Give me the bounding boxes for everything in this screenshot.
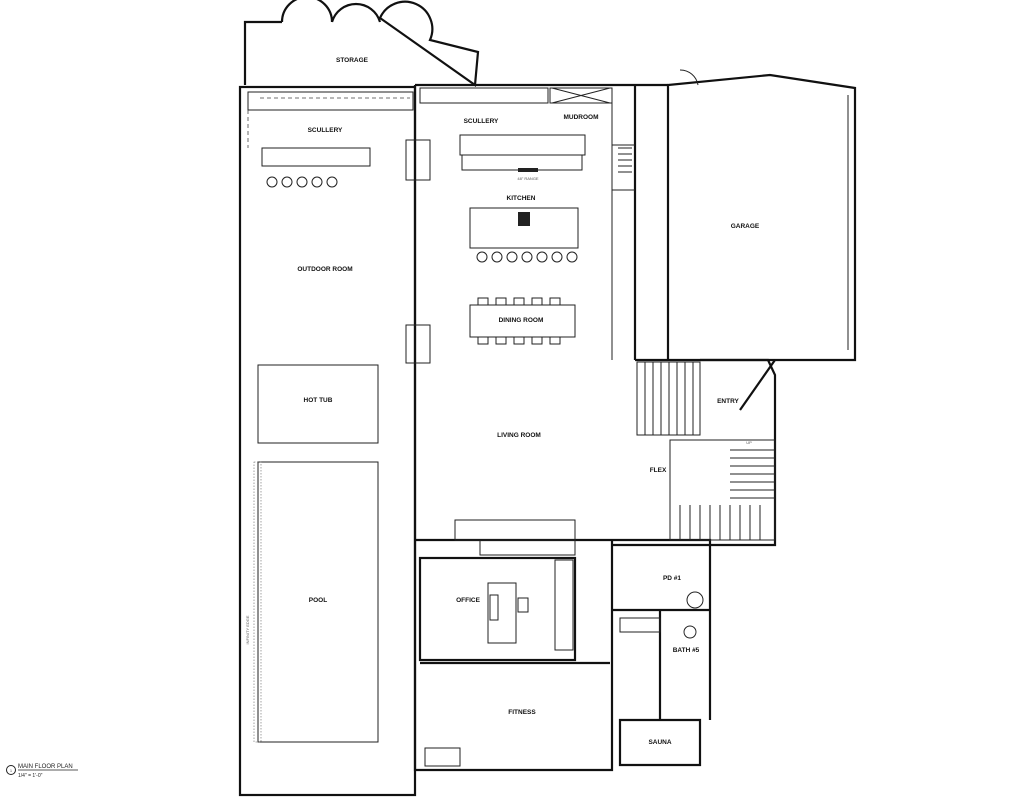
room-label-dining-room: DINING ROOM [499, 317, 544, 324]
room-label-outdoor-room: OUTDOOR ROOM [297, 266, 352, 273]
room-label-scullery-left: SCULLERY [308, 127, 343, 134]
entry-flex: ENTRY FLEX UP [612, 358, 777, 547]
room-label-fitness: FITNESS [508, 709, 536, 716]
outdoor-wing: SCULLERY OUTDOOR ROOM HOT TUB POOL INFIN… [238, 85, 417, 797]
room-label-bath5: BATH #5 [673, 647, 700, 654]
room-label-storage: STORAGE [336, 57, 369, 64]
hot-tub [257, 364, 379, 444]
island-stools [476, 251, 578, 263]
room-label-entry: ENTRY [717, 398, 739, 405]
room-label-living-room: LIVING ROOM [497, 432, 541, 439]
range [518, 168, 538, 172]
range-label: 48" RANGE [517, 176, 539, 181]
flex-stairs [669, 439, 776, 541]
infinity-edge-label: INFINITY EDGE [245, 615, 250, 644]
room-label-garage: GARAGE [731, 223, 760, 230]
garage: GARAGE [635, 69, 857, 362]
room-label-pd1: PD #1 [663, 575, 681, 582]
room-label-mudroom: MUDROOM [563, 114, 598, 121]
drawing-scale: 1/4" = 1'-0" [18, 773, 43, 779]
room-label-hot-tub: HOT TUB [304, 397, 333, 404]
infinity-edge [253, 461, 262, 743]
mudroom-stairs [618, 147, 632, 173]
room-label-flex: FLEX [650, 467, 667, 474]
room-label-sauna: SAUNA [648, 739, 671, 746]
drawing-title-text: MAIN FLOOR PLAN [18, 764, 73, 770]
main-house: 48" RANGE SCULLERY MUDROOM KITCHEN DININ… [405, 83, 712, 772]
pool [257, 461, 379, 743]
bar-stools [266, 176, 338, 188]
room-label-office: OFFICE [456, 597, 480, 604]
room-label-scullery: SCULLERY [464, 118, 499, 125]
stair-up-label: UP [746, 440, 752, 445]
storage-area: STORAGE [243, 0, 480, 87]
dining-table [469, 304, 576, 338]
room-label-pool: POOL [309, 597, 327, 604]
drawing-number: 1 [10, 768, 13, 773]
dining-chairs [477, 297, 561, 345]
drawing-title: 1 MAIN FLOOR PLAN 1/4" = 1'-0" [6, 764, 78, 779]
entry-stairs [636, 361, 701, 436]
room-label-kitchen: KITCHEN [507, 195, 536, 202]
